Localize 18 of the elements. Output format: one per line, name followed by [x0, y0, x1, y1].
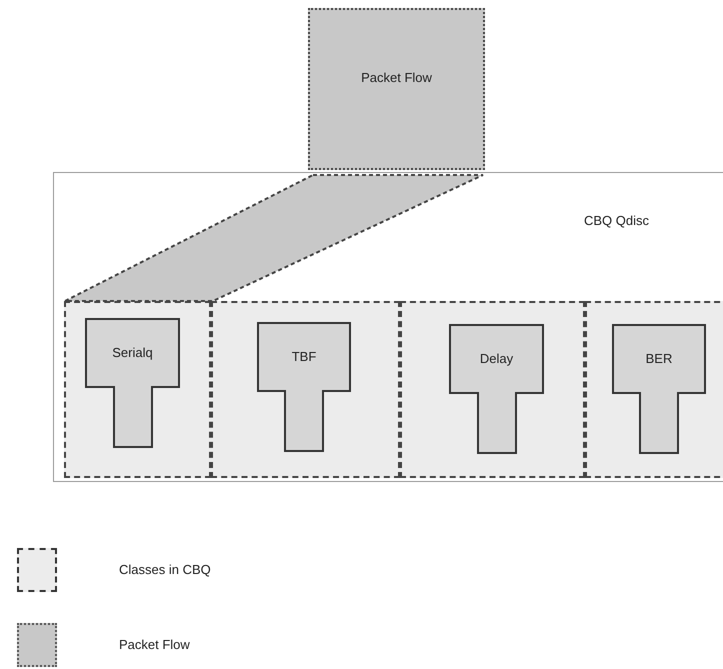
class-box [211, 301, 400, 478]
node-label: CBQ Qdisc [584, 213, 650, 228]
queue-shape [449, 324, 544, 454]
node-label: Delay [480, 350, 514, 368]
class-box [64, 301, 211, 478]
packet-flow-box [308, 8, 485, 170]
node-label: Serialq [112, 344, 153, 362]
node-label: TBF [292, 348, 316, 366]
legend-label: Packet Flow [119, 636, 190, 654]
queue-shape [85, 318, 180, 448]
legend-label: Classes in CBQ [119, 561, 211, 580]
queue-shape [257, 322, 351, 452]
class-box [585, 301, 723, 478]
qdisc-container [53, 172, 723, 482]
class-box [400, 301, 585, 478]
node-label: Packet Flow [361, 69, 432, 87]
node-label: BER [646, 350, 672, 368]
queue-shape [612, 324, 706, 454]
